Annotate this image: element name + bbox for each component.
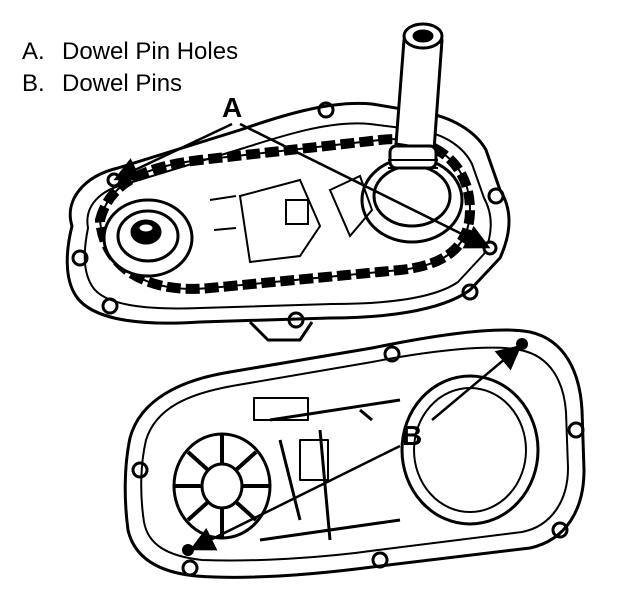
legend: A. Dowel Pin Holes B. Dowel Pins [22,36,238,100]
callout-label-b: B [402,420,423,451]
legend-key: B. [22,70,45,97]
legend-key: A. [22,38,45,65]
callout-a-leaders [113,122,491,249]
legend-text: Dowel Pin Holes [62,38,239,65]
front-sprocket [102,198,194,278]
legend-item-b: B. Dowel Pins [22,68,238,100]
rear-case-half [123,328,586,579]
legend-item-a: A. Dowel Pin Holes [22,36,238,68]
drive-chain [94,134,476,294]
callout-label-a: A [222,92,243,123]
front-case-half [65,101,511,342]
case-internals [209,174,374,264]
callout-b-leaders [189,344,522,551]
legend-text: Dowel Pins [62,70,183,97]
